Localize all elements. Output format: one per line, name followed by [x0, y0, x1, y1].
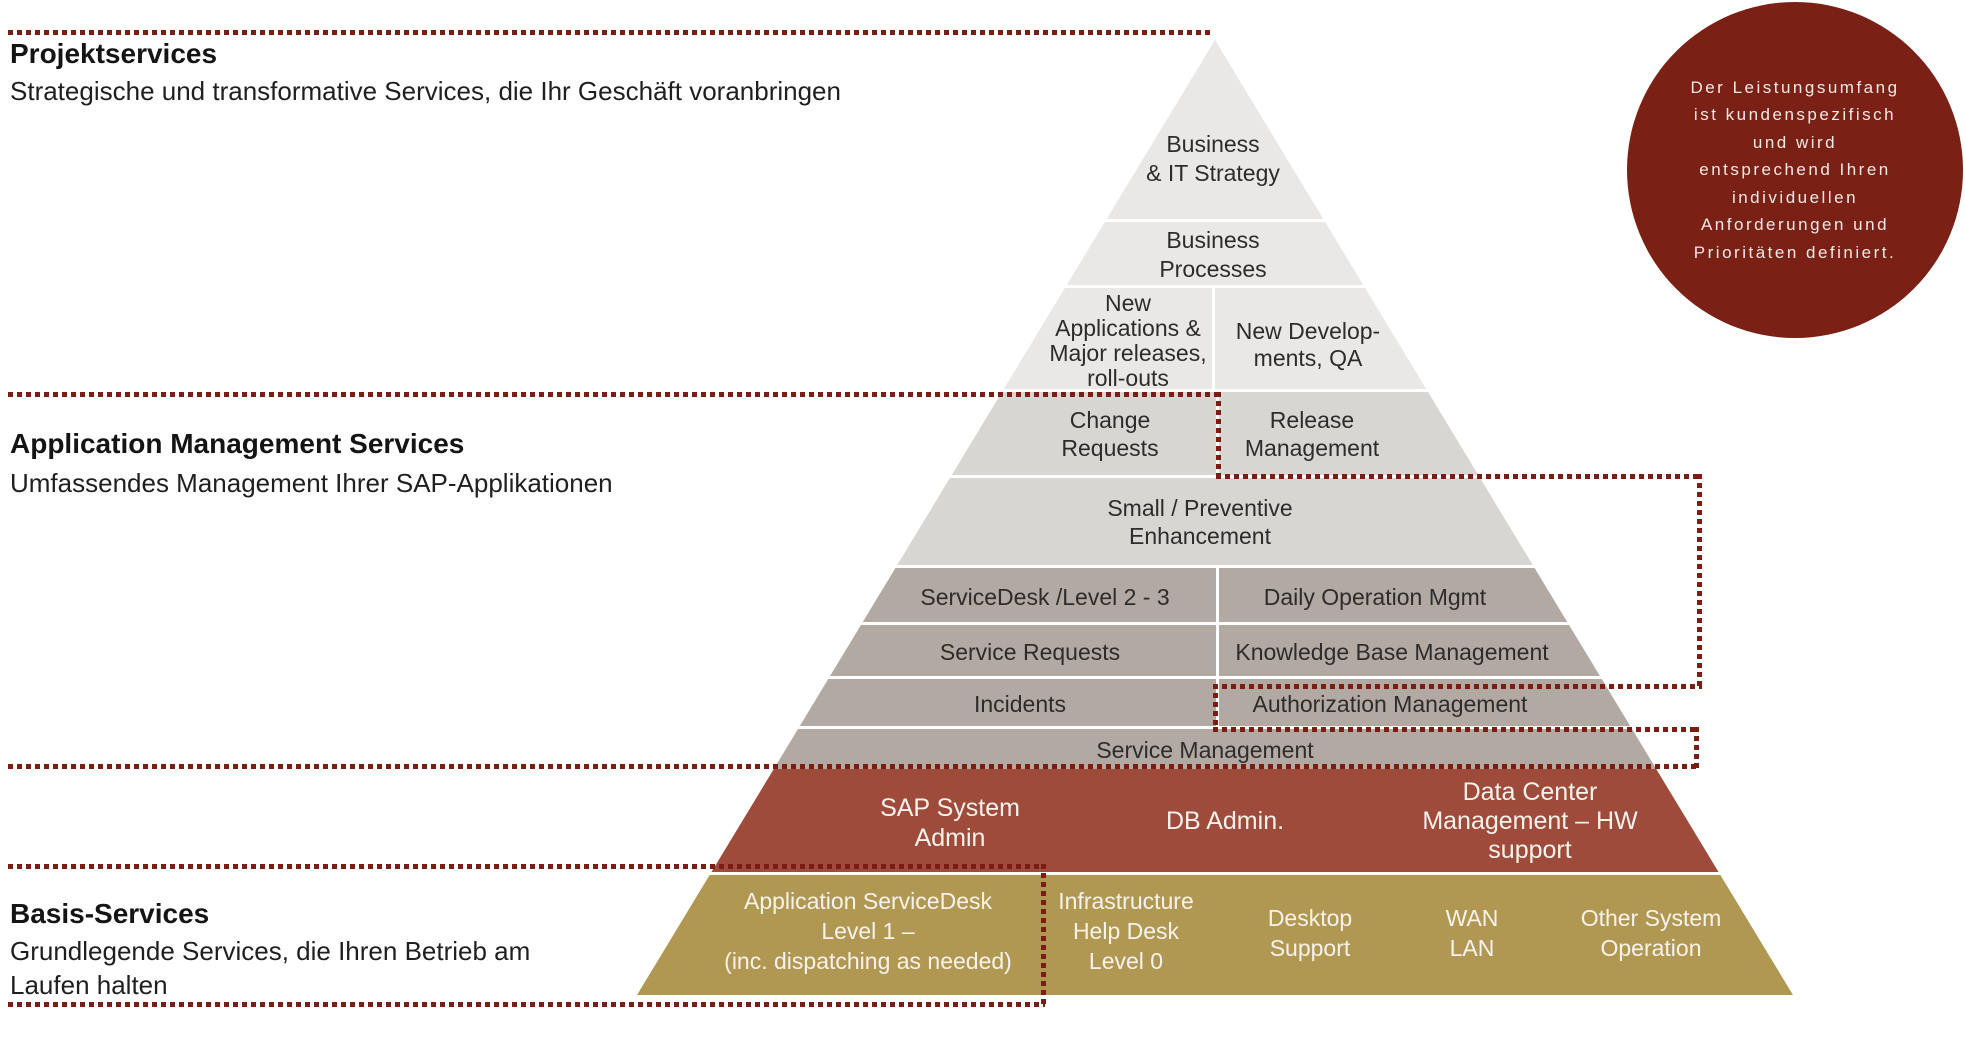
dotted-line-ams-step-down: [1216, 392, 1221, 476]
cell-desktop-support: Desktop Support: [1267, 905, 1353, 961]
dotted-line-basis-bottom: [8, 1002, 1045, 1007]
dotted-line-ams-bottom: [8, 764, 1699, 769]
cell-new-applications: New Applications & Major releases, roll-…: [1049, 290, 1207, 391]
cell-incidents: Incidents: [973, 691, 1067, 717]
layer-divider: [637, 475, 1793, 478]
cell-business-it-strategy: Business & IT Strategy: [1146, 131, 1280, 186]
dotted-line-ams-top-right: [1216, 474, 1702, 479]
layer-service-management: [637, 729, 1793, 769]
cell-divider: [1216, 568, 1219, 726]
scope-note-text: Der Leistungsumfang ist kundenspezifisch…: [1690, 77, 1900, 262]
section-title-basis-services: Basis-Services: [10, 898, 210, 929]
layer-divider: [637, 872, 1793, 875]
cell-daily-operation-mgmt: Daily Operation Mgmt: [1263, 584, 1487, 610]
dotted-line-basis-top: [8, 864, 1045, 869]
layer-basis-admin: [637, 769, 1793, 872]
layer-divider: [637, 676, 1793, 679]
cell-infrastructure-help-desk: Infrastructure Help Desk Level 0: [1058, 888, 1194, 974]
dotted-line-projektservices-top: [8, 30, 1210, 35]
dotted-line-ams-right-side: [1697, 474, 1702, 686]
cell-release-management: Release Management: [1244, 407, 1380, 461]
section-title-projektservices: Projektservices: [10, 38, 218, 69]
section-subtitle-application-management: Umfassendes Management Ihrer SAP-Applika…: [10, 468, 613, 498]
section-title-application-management: Application Management Services: [10, 428, 465, 459]
dotted-line-basis-right: [1041, 864, 1046, 1007]
cell-data-center-management: Data Center Management – HW support: [1422, 778, 1638, 864]
cell-wan-lan: WAN LAN: [1445, 905, 1499, 961]
layer-divider: [637, 285, 1793, 288]
layer-basis-helpdesk: [637, 875, 1793, 995]
dotted-line-authorization-bottom: [1213, 727, 1697, 732]
cell-service-requests: Service Requests: [939, 639, 1121, 665]
cell-other-system-operation: Other System Operation: [1580, 905, 1722, 961]
cell-small-preventive-enhancement: Small / Preventive Enhancement: [1107, 495, 1293, 549]
layer-divider: [637, 389, 1793, 392]
cell-application-servicedesk: Application ServiceDesk Level 1 – (inc. …: [724, 888, 1012, 974]
cell-authorization-management: Authorization Management: [1252, 691, 1528, 717]
dotted-line-service-mgmt-right: [1694, 727, 1699, 769]
dotted-line-ams-top-left: [8, 392, 1219, 397]
section-subtitle-basis-services: Grundlegende Services, die Ihren Betrieb…: [10, 936, 531, 1000]
layer-divider: [637, 219, 1793, 222]
section-subtitle-projektservices: Strategische und transformative Services…: [10, 76, 841, 106]
layer-divider: [637, 565, 1793, 568]
cell-service-management: Service Management: [1096, 737, 1314, 763]
cell-db-admin: DB Admin.: [1165, 807, 1285, 835]
layer-divider: [637, 622, 1793, 625]
cell-new-developments: New Develop- ments, QA: [1235, 318, 1381, 371]
cell-sap-system-admin: SAP System Admin: [880, 794, 1020, 852]
dotted-line-authorization-top: [1213, 684, 1702, 689]
cell-servicedesk-level-2-3: ServiceDesk /Level 2 - 3: [920, 584, 1170, 610]
cell-divider: [1212, 288, 1215, 389]
cell-knowledge-base-management: Knowledge Base Management: [1235, 639, 1549, 665]
cell-business-processes: Business Processes: [1159, 227, 1267, 282]
dotted-line-authorization-left: [1213, 684, 1218, 729]
scope-note-badge: Der Leistungsumfang ist kundenspezifisch…: [1627, 2, 1963, 338]
cell-change-requests: Change Requests: [1061, 407, 1159, 461]
